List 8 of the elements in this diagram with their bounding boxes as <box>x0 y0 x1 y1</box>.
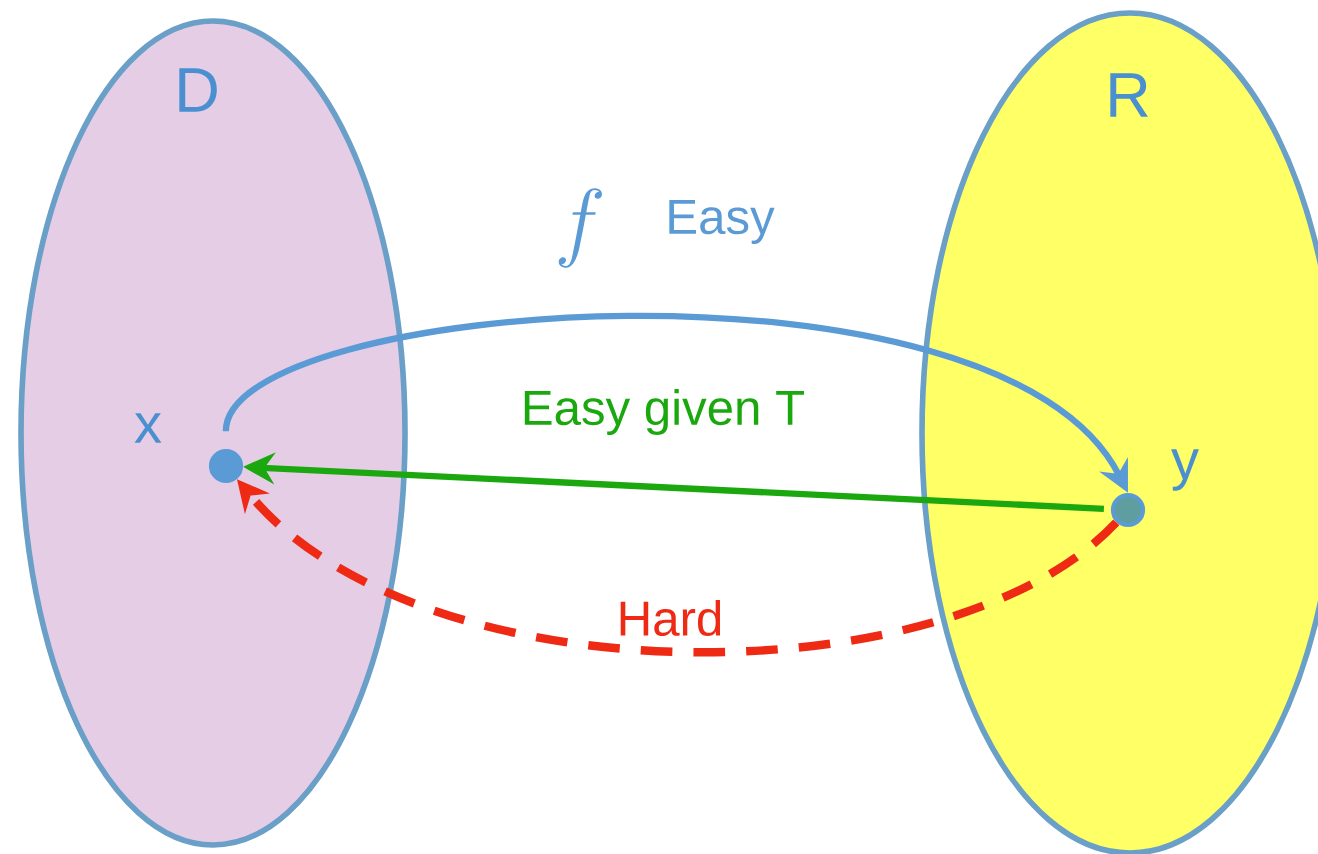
edge-label: Easy <box>661 196 779 248</box>
point-label: y <box>1171 449 1199 491</box>
point-label: x <box>134 413 162 443</box>
point-dot <box>208 448 244 484</box>
function-symbol: $f$ <box>558 188 602 268</box>
point-dot <box>1110 492 1146 528</box>
edge-label: Hard <box>613 596 727 640</box>
edge-label: Easy given T <box>517 385 809 439</box>
